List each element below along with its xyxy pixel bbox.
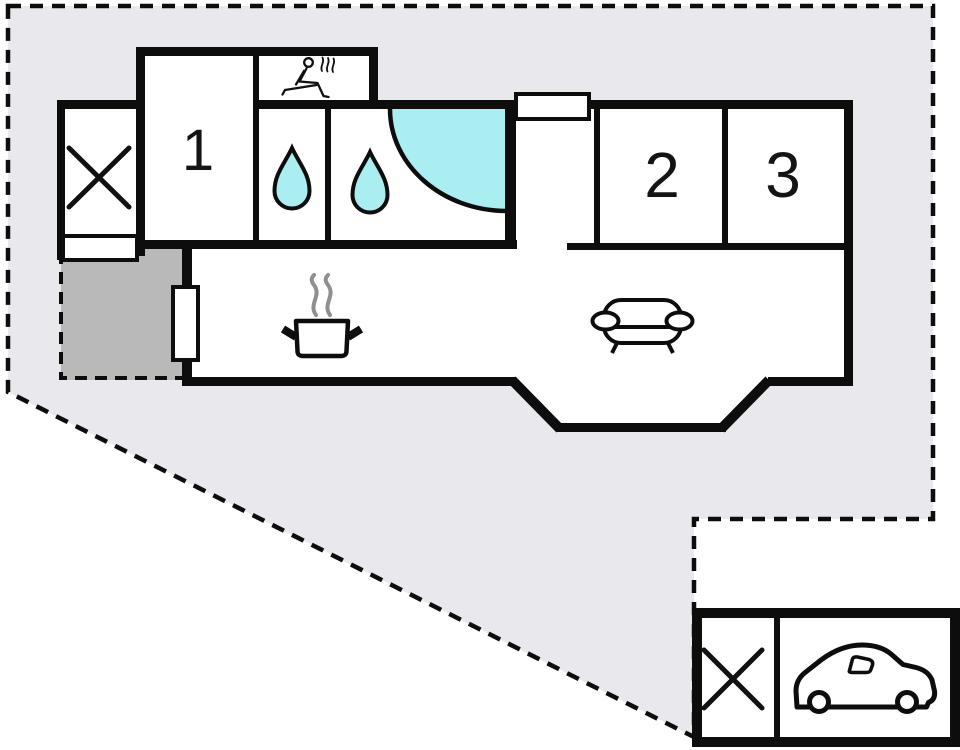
- bay-window-floor: [510, 378, 772, 430]
- wall: [57, 100, 65, 260]
- room-label-1: 1: [182, 118, 214, 183]
- room-label-2: 2: [644, 139, 680, 211]
- wall: [253, 56, 259, 246]
- wall-bay-diagonal: [508, 376, 564, 433]
- wall: [369, 47, 378, 109]
- wall: [556, 423, 726, 432]
- entrance-door: [514, 92, 591, 121]
- sauna-steam: [320, 56, 336, 73]
- wall: [505, 100, 516, 247]
- bathtub-fill: [390, 109, 507, 211]
- sofa-leg: [666, 342, 675, 354]
- sauna-person-arm: [294, 69, 306, 86]
- car-wheel: [807, 690, 831, 714]
- wall: [768, 377, 853, 386]
- sofa-armrest: [590, 310, 621, 332]
- wall: [722, 109, 728, 246]
- pot-body: [293, 318, 351, 359]
- car-wheel: [895, 690, 919, 714]
- living-band-floor: [182, 243, 853, 384]
- carport: [692, 608, 960, 747]
- sofa-icon: [590, 298, 695, 354]
- entrance-porch-dashed-edge: [59, 252, 182, 380]
- side-door: [171, 285, 200, 362]
- sofa-armrest: [664, 310, 695, 332]
- room-label-3: 3: [765, 139, 801, 211]
- sauna-bench: [281, 83, 318, 96]
- wall: [136, 47, 145, 252]
- wall: [182, 377, 516, 386]
- carport-divider-wall: [774, 613, 780, 742]
- sauna-person-icon: [281, 56, 336, 99]
- steam-icon: [309, 273, 333, 317]
- terrace-door: [61, 234, 139, 262]
- sofa-leg: [610, 342, 619, 354]
- steaming-pot-icon: [280, 273, 364, 359]
- water-drop-icon: [272, 143, 312, 211]
- car-icon: [793, 642, 938, 714]
- sauna-person-body: [298, 67, 308, 83]
- wall: [57, 100, 145, 109]
- car-body: [793, 642, 938, 710]
- corner-bathtub-icon: [387, 108, 508, 214]
- x-mark-icon: [66, 145, 132, 210]
- wall: [325, 109, 331, 246]
- bathtub-rim: [387, 108, 508, 214]
- pot-handle: [345, 325, 364, 341]
- car-window: [847, 655, 875, 675]
- wall: [136, 47, 378, 56]
- water-drop-icon: [350, 147, 390, 215]
- wall-bay-diagonal: [717, 376, 773, 433]
- entrance-porch: [61, 248, 182, 380]
- x-mark-icon: [701, 647, 765, 711]
- wall: [594, 109, 600, 246]
- sauna-person-head: [303, 57, 314, 68]
- pot-handle: [280, 325, 299, 341]
- sauna-person-legs: [298, 80, 330, 99]
- wall: [567, 243, 853, 250]
